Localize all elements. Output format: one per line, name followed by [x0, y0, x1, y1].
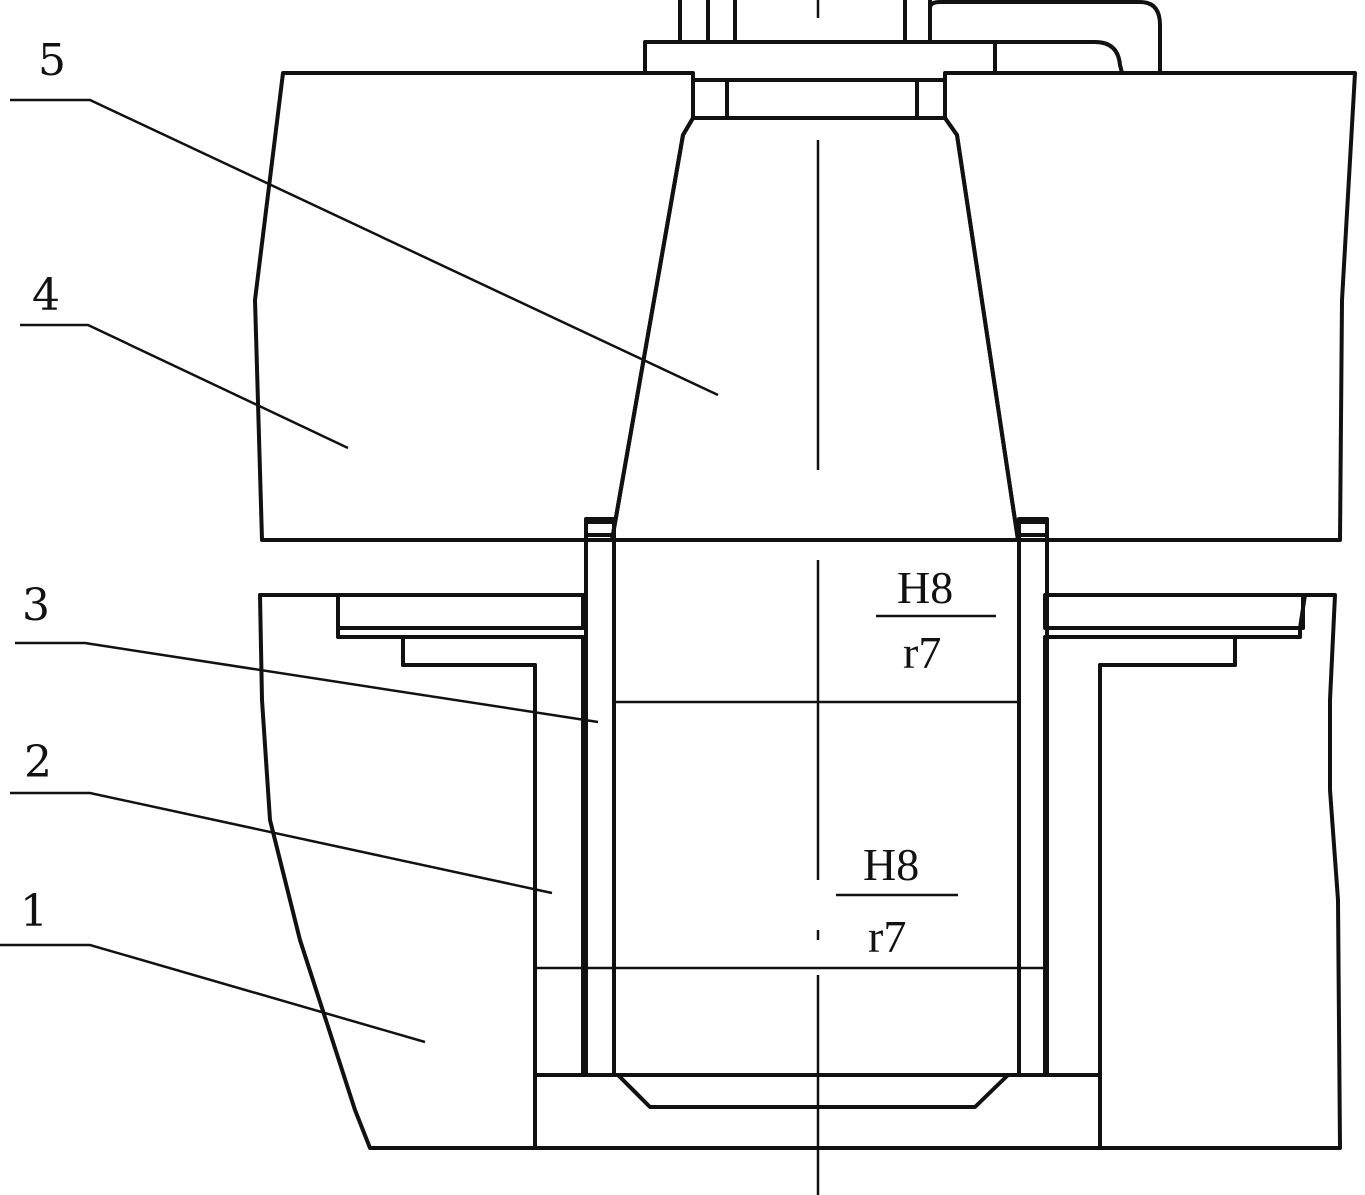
upper-die-part-4 — [253, 71, 1357, 542]
upper-fit-hole: H8 — [897, 562, 953, 613]
seal-ring-right — [915, 78, 947, 120]
lower-fit-shaft: r7 — [868, 911, 906, 962]
top-fixture — [643, 0, 1162, 74]
punch-part-5 — [610, 78, 1020, 542]
fit-dimensions — [535, 614, 1045, 970]
lower-die-part-1 — [258, 593, 1342, 1150]
label-part-4: 4 — [32, 270, 60, 321]
label-part-1: 1 — [20, 886, 48, 937]
label-part-2: 2 — [24, 737, 52, 788]
leader-lines — [0, 98, 719, 1044]
bushing-part-3 — [584, 517, 1049, 1077]
lower-fit-hole: H8 — [863, 839, 919, 890]
label-part-5: 5 — [38, 35, 66, 86]
label-part-3: 3 — [22, 580, 50, 631]
upper-fit-shaft: r7 — [903, 627, 941, 678]
seal-ring-left — [691, 78, 729, 120]
